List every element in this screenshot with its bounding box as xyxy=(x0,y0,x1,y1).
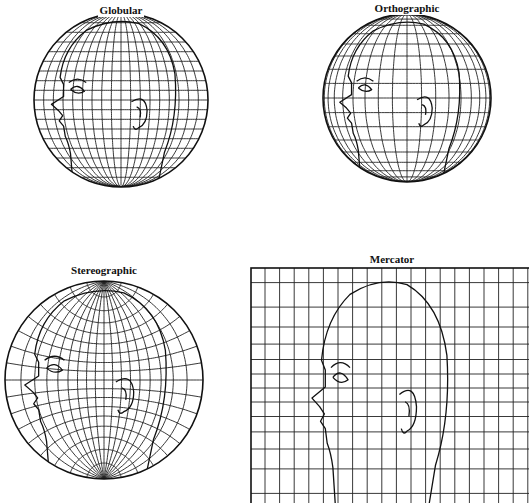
parallel-line xyxy=(353,162,461,163)
parallel-line xyxy=(251,416,529,417)
head-outline xyxy=(331,363,350,383)
parallel-line xyxy=(251,327,529,328)
parallel-line xyxy=(324,83,489,84)
parallel-line xyxy=(324,112,489,113)
parallel-line xyxy=(49,148,194,149)
map-frame xyxy=(251,268,529,503)
parallel-line xyxy=(40,426,167,456)
parallel-line xyxy=(5,380,203,381)
projection-title: Orthographic xyxy=(373,2,442,15)
stereographic-grid xyxy=(5,281,203,479)
meridian-line xyxy=(352,268,353,503)
meridian-line xyxy=(338,268,339,503)
head-outline xyxy=(69,79,86,93)
orthographic-grid xyxy=(323,14,491,182)
parallel-line xyxy=(343,152,472,153)
meridian-line xyxy=(396,268,397,503)
head-figure xyxy=(340,22,460,180)
parallel-line xyxy=(343,44,472,45)
parallel-line xyxy=(11,346,197,362)
parallel-line xyxy=(251,359,529,360)
mercator-grid xyxy=(251,268,529,503)
parallel-line xyxy=(49,51,194,52)
head-outline xyxy=(131,99,147,129)
parallel-line xyxy=(87,463,121,477)
projection-title: Globular xyxy=(98,4,145,17)
projection-title: Mercator xyxy=(368,253,416,266)
meridian-line xyxy=(484,268,485,503)
head-outline xyxy=(25,291,166,477)
meridian-line xyxy=(425,268,426,503)
parallel-line xyxy=(18,407,189,430)
parallel-line xyxy=(378,176,435,177)
parallel-line xyxy=(251,307,529,308)
head-outline xyxy=(357,78,374,92)
meridian-line xyxy=(367,268,368,503)
meridian-line xyxy=(308,268,309,503)
parallel-line xyxy=(7,363,202,372)
parallel-line xyxy=(81,22,161,23)
head-outline xyxy=(45,356,65,372)
parallel-line xyxy=(251,388,529,389)
head-outline xyxy=(116,379,134,414)
head-outline xyxy=(51,22,175,186)
meridian-line xyxy=(294,268,295,503)
parallel-line xyxy=(81,177,161,178)
parallel-line xyxy=(251,344,529,345)
parallel-line xyxy=(251,468,529,469)
parallel-line xyxy=(323,98,491,99)
parallel-line xyxy=(28,316,180,344)
meridian-line xyxy=(381,268,382,503)
parallel-line xyxy=(40,304,167,334)
head-figure xyxy=(51,22,175,186)
parallel-line xyxy=(70,449,138,473)
parallel-line xyxy=(251,402,529,403)
meridian-line xyxy=(469,268,470,503)
parallel-line xyxy=(66,167,175,168)
meridian-line xyxy=(411,268,412,503)
globe-outline xyxy=(34,13,208,187)
head-outline xyxy=(399,390,416,433)
meridian-line xyxy=(265,268,266,503)
parallel-line xyxy=(378,19,435,20)
globe-outline xyxy=(5,281,203,479)
parallel-line xyxy=(39,71,203,72)
meridian-line xyxy=(454,268,455,503)
parallel-line xyxy=(328,69,486,70)
parallel-line xyxy=(251,374,529,375)
parallel-line xyxy=(55,437,154,466)
projection-title: Stereographic xyxy=(69,264,139,277)
meridian-line xyxy=(498,268,499,503)
meridian-line xyxy=(440,268,441,503)
head-outline xyxy=(312,282,448,503)
meridian-line xyxy=(513,268,514,503)
head-figure xyxy=(25,291,166,477)
meridian-line xyxy=(527,268,528,503)
parallel-line xyxy=(365,25,449,26)
globular-grid xyxy=(34,13,208,187)
head-outline xyxy=(417,97,432,126)
parallel-line xyxy=(35,90,208,91)
parallel-line xyxy=(34,100,208,101)
parallel-line xyxy=(43,61,199,62)
parallel-line xyxy=(56,42,186,43)
meridian-line xyxy=(323,268,324,503)
head-outline xyxy=(340,22,460,180)
parallel-line xyxy=(87,283,121,297)
parallel-line xyxy=(251,431,529,432)
parallel-line xyxy=(251,493,529,494)
parallel-line xyxy=(251,449,529,450)
parallel-line xyxy=(36,119,206,120)
parallel-line xyxy=(35,109,208,110)
parallel-line xyxy=(334,56,479,57)
parallel-line xyxy=(56,158,186,159)
globe-outline xyxy=(323,14,491,182)
parallel-line xyxy=(365,170,449,171)
head-figure xyxy=(312,282,448,503)
meridian-line xyxy=(279,268,280,503)
